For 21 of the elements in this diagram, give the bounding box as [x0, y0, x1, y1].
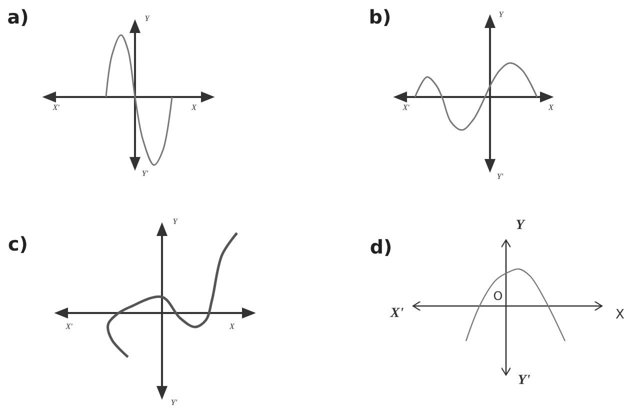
panel-label: b): [368, 8, 392, 28]
panel-label: a): [7, 8, 29, 28]
axis-label: Y: [516, 219, 524, 233]
panel-label: c): [8, 236, 28, 254]
axis-label: Y: [498, 11, 504, 19]
axis-label: Y': [142, 170, 148, 178]
axis-label: Y: [144, 15, 150, 23]
axis-label: Y': [170, 399, 178, 407]
axis-label: Y': [496, 173, 504, 181]
panel-label: d): [370, 238, 392, 258]
origin-label: O: [493, 290, 503, 302]
axis-label: Y': [518, 374, 530, 388]
axis-label: X: [192, 104, 196, 112]
axis-label: X': [402, 104, 410, 112]
axis-label: X: [230, 323, 234, 331]
axis-label: X: [616, 308, 624, 322]
axis-label: X': [52, 104, 60, 112]
axis-label: Y: [172, 218, 178, 226]
axis-label: X': [66, 323, 72, 331]
axis-label: X': [390, 307, 404, 321]
axis-label: X: [548, 104, 554, 112]
